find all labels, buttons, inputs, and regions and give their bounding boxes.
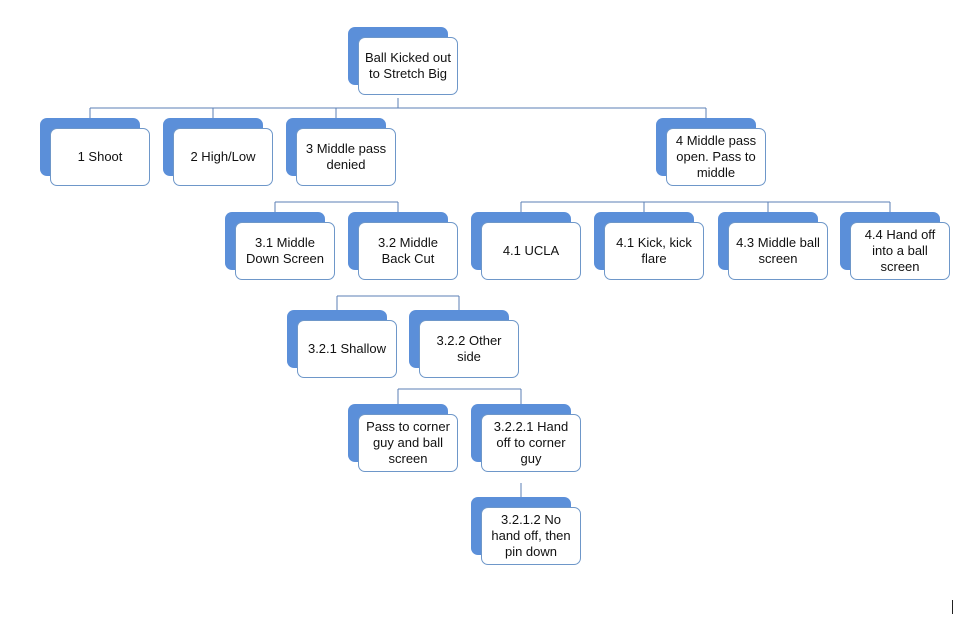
node-label: 2 High/Low bbox=[173, 128, 273, 186]
node-label: 3.2 Middle Back Cut bbox=[358, 222, 458, 280]
node-label: 1 Shoot bbox=[50, 128, 150, 186]
text-cursor bbox=[952, 600, 953, 614]
node-label: Pass to corner guy and ball screen bbox=[358, 414, 458, 472]
node-label: 3 Middle pass denied bbox=[296, 128, 396, 186]
node-label: 3.1 Middle Down Screen bbox=[235, 222, 335, 280]
node-label: 4.1 UCLA bbox=[481, 222, 581, 280]
node-label: 3.2.2.1 Hand off to corner guy bbox=[481, 414, 581, 472]
node-label: 3.2.1.2 No hand off, then pin down bbox=[481, 507, 581, 565]
node-label: 4.4 Hand off into a ball screen bbox=[850, 222, 950, 280]
node-label: Ball Kicked out to Stretch Big bbox=[358, 37, 458, 95]
node-label: 4.3 Middle ball screen bbox=[728, 222, 828, 280]
node-label: 3.2.1 Shallow bbox=[297, 320, 397, 378]
node-label: 4.1 Kick, kick flare bbox=[604, 222, 704, 280]
node-label: 4 Middle pass open. Pass to middle bbox=[666, 128, 766, 186]
node-label: 3.2.2 Other side bbox=[419, 320, 519, 378]
